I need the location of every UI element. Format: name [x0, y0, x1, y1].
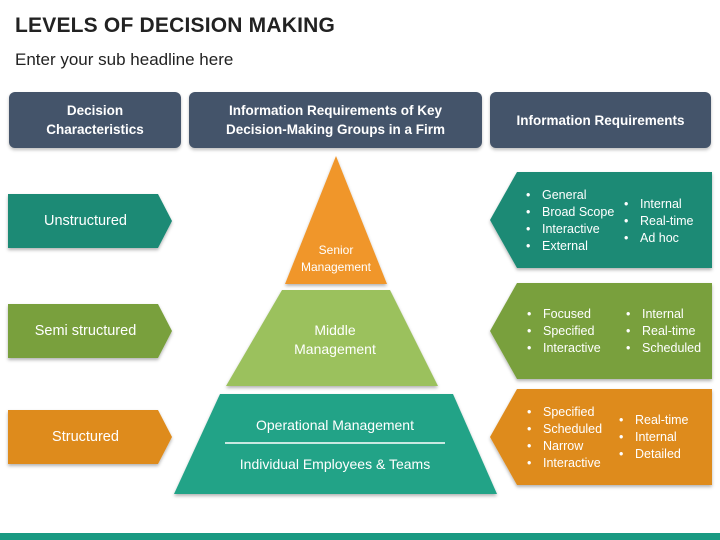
bottom-accent-bar	[0, 533, 720, 540]
unstructured-arrow	[8, 194, 172, 248]
list-item: Interactive	[526, 221, 614, 238]
pyramid-middle-tier	[226, 290, 438, 386]
list-item: Scheduled	[626, 340, 701, 357]
list-item: Real-time	[624, 213, 694, 230]
middle-management-text: Middle Management	[294, 322, 376, 357]
characteristic-unstructured: Unstructured	[43, 213, 127, 229]
senior-management-label: Senior Management	[286, 238, 386, 280]
page-title: LEVELS OF DECISION MAKING	[15, 14, 336, 37]
list-item: Interactive	[527, 340, 601, 357]
operational-management-label: Operational Management	[256, 417, 414, 433]
header-key-groups: Information Requirements of Key Decision…	[189, 92, 482, 148]
list-item: Ad hoc	[624, 230, 694, 247]
unstructured-requirements-list-2: Internal Real-time Ad hoc	[624, 196, 694, 247]
list-item: Real-time	[619, 412, 689, 429]
semi-structured-arrow	[8, 304, 172, 358]
senior-management-text: Senior Management	[300, 243, 372, 274]
semi-structured-requirements-list-2: Internal Real-time Scheduled	[626, 306, 701, 357]
page-subtitle: Enter your sub headline here	[15, 50, 234, 69]
pyramid-base-tier	[174, 394, 497, 494]
header-info-requirements-label: Information Requirements	[516, 112, 685, 128]
list-item: Internal	[626, 306, 701, 323]
structured-requirements-list-2: Real-time Internal Detailed	[619, 412, 689, 463]
semi-structured-requirements-list-1: Focused Specified Interactive	[527, 306, 601, 357]
header-info-requirements: Information Requirements	[490, 92, 711, 148]
list-item: Internal	[624, 196, 694, 213]
list-item: Interactive	[527, 455, 602, 472]
individual-employees-label: Individual Employees & Teams	[239, 456, 431, 472]
characteristic-structured: Structured	[52, 429, 119, 445]
list-item: Broad Scope	[526, 204, 614, 221]
pyramid-senior-tier	[285, 156, 387, 284]
characteristic-semi-structured: Semi structured	[34, 323, 137, 339]
structured-requirements-list-1: Specified Scheduled Narrow Interactive	[527, 404, 602, 472]
list-item: Specified	[527, 404, 602, 421]
list-item: Focused	[527, 306, 601, 323]
header-decision-characteristics-label: Decision Characteristics	[46, 103, 144, 137]
unstructured-requirements-list-1: General Broad Scope Interactive External	[526, 187, 614, 255]
header-decision-characteristics: Decision Characteristics	[9, 92, 181, 148]
list-item: Real-time	[626, 323, 701, 340]
list-item: Internal	[619, 429, 689, 446]
list-item: Detailed	[619, 446, 689, 463]
list-item: Specified	[527, 323, 601, 340]
list-item: Scheduled	[527, 421, 602, 438]
list-item: External	[526, 238, 614, 255]
header-key-groups-label: Information Requirements of Key Decision…	[225, 103, 446, 137]
list-item: General	[526, 187, 614, 204]
structured-arrow	[8, 410, 172, 464]
list-item: Narrow	[527, 438, 602, 455]
middle-management-label: Middle Management	[270, 318, 400, 362]
